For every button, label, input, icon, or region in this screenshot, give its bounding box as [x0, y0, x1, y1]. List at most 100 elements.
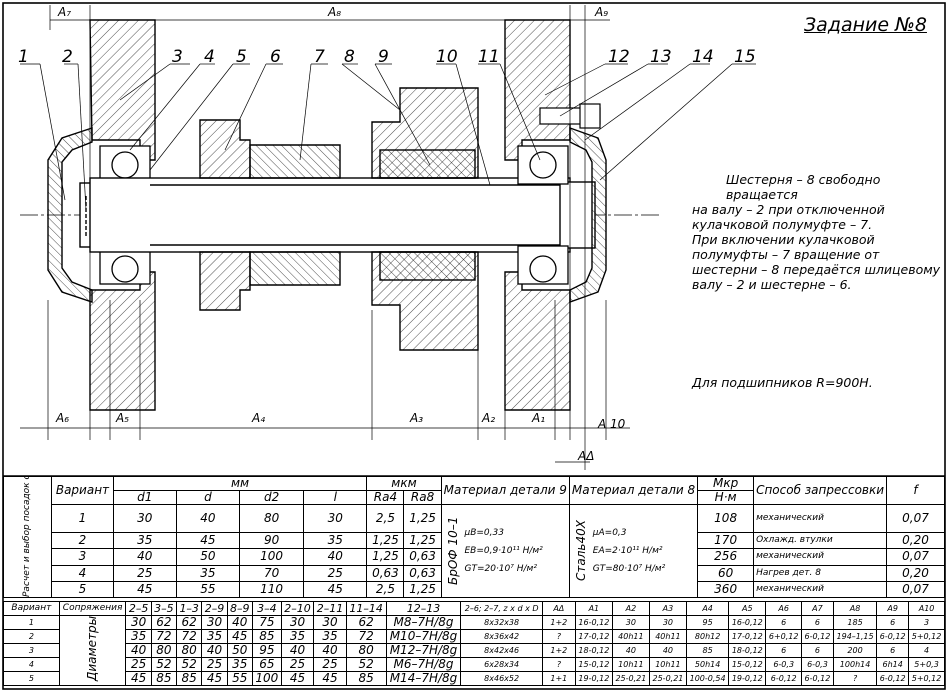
- mkm-header: мкм: [366, 476, 442, 491]
- lower-col-header: AΔ: [541, 601, 576, 616]
- table-cell: 40: [125, 643, 152, 658]
- lower-col-header: A7: [801, 601, 834, 616]
- table-cell: 45: [226, 629, 253, 644]
- table-cell: 80h12: [685, 629, 730, 644]
- table-cell: 194–1,15: [832, 629, 878, 644]
- table-cell: 100-0,54: [685, 671, 730, 686]
- table-cell: 0,63: [403, 564, 442, 582]
- table-cell: 90: [238, 532, 305, 550]
- table-cell: 52: [345, 657, 387, 672]
- table-cell: 30: [611, 615, 650, 630]
- table-cell: 35: [280, 629, 315, 644]
- lower-col-header: 2–6; 2–7, z x d x D: [460, 601, 543, 616]
- method-cell: механический: [753, 503, 888, 534]
- table-cell: 1: [51, 503, 114, 534]
- table-cell: 35: [125, 629, 152, 644]
- part-label-10: 10: [436, 47, 458, 67]
- mkr-cell: 108: [697, 503, 755, 534]
- lower-variants-header: Вариант: [3, 601, 60, 616]
- dimension-lines: [20, 5, 630, 470]
- table-cell: 80: [176, 643, 203, 658]
- dim-A10: A 10: [597, 417, 626, 431]
- table-cell: 40: [280, 643, 315, 658]
- table-cell: 17-0,12: [728, 629, 767, 644]
- table-cell: 85: [251, 629, 282, 644]
- dim-A4: A₄: [251, 411, 265, 425]
- table-cell: 110: [238, 580, 305, 599]
- table-cell: M8–7H/8g: [385, 615, 462, 630]
- table-cell: 40: [112, 548, 177, 566]
- sym-d2: d2: [238, 490, 305, 505]
- table-cell: 72: [345, 629, 387, 644]
- right-housing-part-12: [504, 19, 571, 411]
- dimension-labels: A₇ A₈ A₉ A₆ A₅ A₄ A₃ A₂ A₁ A 10 AΔ: [55, 5, 626, 463]
- method-cell: Охлажд. втулки: [753, 532, 888, 550]
- table-cell: 3: [51, 548, 114, 566]
- table-cell: 40: [611, 643, 650, 658]
- lower-col-header: A3: [648, 601, 687, 616]
- lower-col-header: 3–4: [251, 601, 282, 616]
- left-housing-part-3: [89, 19, 156, 411]
- lower-col-header: 2–5: [125, 601, 152, 616]
- sym-ra4: Ra4: [366, 490, 405, 505]
- table-cell: 6: [801, 643, 834, 658]
- method-cell: механический: [753, 580, 888, 599]
- sym-ra8: Ra8: [403, 490, 442, 505]
- sym-l: l: [303, 490, 368, 505]
- mat8-cell: Сталь40Х μA=0,3 EA=2·10¹¹ Н/м² GT=80·10⁷…: [568, 504, 699, 598]
- table-cell: 80: [238, 503, 305, 534]
- part-label-2: 2: [62, 47, 73, 67]
- table-cell: 6: [765, 643, 803, 658]
- table-cell: 70: [238, 564, 305, 582]
- table-cell: 40: [648, 643, 687, 658]
- table-cell: 40: [303, 548, 368, 566]
- table-cell: 55: [175, 580, 241, 599]
- part-label-13: 13: [650, 47, 672, 67]
- table-cell: 50h14: [685, 657, 730, 672]
- lower-col-header: 2–9: [201, 601, 228, 616]
- table-cell: M10–7H/8g: [385, 629, 462, 644]
- table-cell: 1+2: [541, 643, 576, 658]
- table-cell: 100: [238, 548, 305, 566]
- lower-col-header: A10: [908, 601, 945, 616]
- table-cell: 1+1: [541, 671, 576, 686]
- table-cell: 6-0,12: [876, 671, 910, 686]
- table-cell: 80: [345, 643, 387, 658]
- lower-col-header: A8: [832, 601, 878, 616]
- bushing-part-9: [379, 149, 476, 281]
- table-cell: 45: [280, 671, 315, 686]
- table-cell: 25: [201, 657, 228, 672]
- table-cell: 2: [3, 629, 60, 644]
- table-cell: 6-0,12: [801, 629, 834, 644]
- table-cell: 85: [345, 671, 387, 686]
- table-cell: 10h11: [648, 657, 687, 672]
- lower-col-header: A9: [876, 601, 910, 616]
- dim-A3: A₃: [409, 411, 423, 425]
- part-number-labels: 1 2 3 4 5 6 7 8 9 10 11 12 13 14 15: [18, 47, 756, 67]
- f-cell: 0,07: [886, 548, 945, 566]
- table-cell: 30: [201, 615, 228, 630]
- table-cell: 6-0,12: [801, 671, 834, 686]
- sym-d1: d1: [112, 490, 177, 505]
- table-cell: 6: [876, 643, 910, 658]
- lower-col-header: 8–9: [226, 601, 253, 616]
- lower-col-header: A4: [685, 601, 730, 616]
- table-cell: 6h14: [876, 657, 910, 672]
- part-label-8: 8: [344, 47, 355, 67]
- method-cell: механический: [753, 548, 888, 566]
- note-line: шестерни – 8 передаётся шлицевому: [692, 262, 941, 277]
- table-cell: 50: [175, 548, 241, 566]
- mkr-cell: 256: [697, 548, 755, 566]
- table-cell: 40: [175, 503, 241, 534]
- table-cell: 17-0,12: [574, 629, 613, 644]
- table-cell: 40h11: [648, 629, 687, 644]
- table-cell: 6+0,12: [765, 629, 803, 644]
- mat9-cell: БрОФ 10–1 μB=0,33 EB=0,9·10¹¹ Н/м² GT=20…: [440, 504, 570, 598]
- table-cell: M14–7H/8g: [385, 671, 462, 686]
- table-cell: 35: [201, 629, 228, 644]
- table-cell: 62: [176, 615, 203, 630]
